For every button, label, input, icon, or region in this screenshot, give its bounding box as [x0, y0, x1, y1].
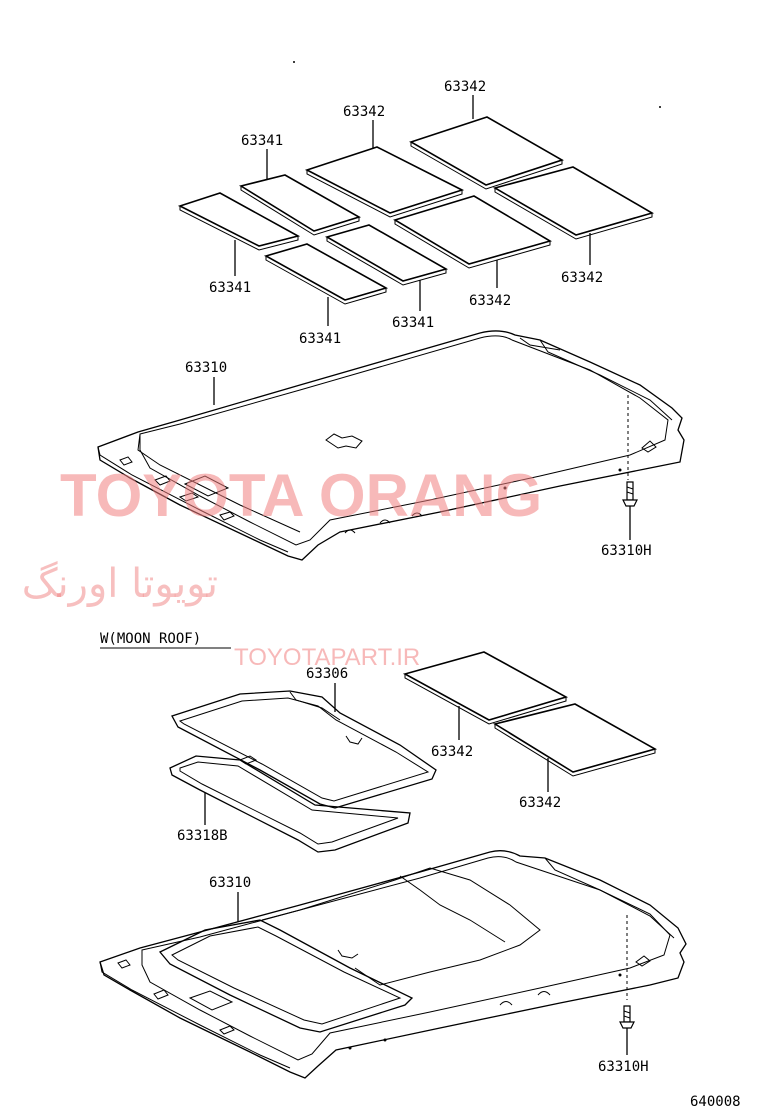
pad-63342-moonroof-2 [492, 703, 658, 777]
watermark-url: TOYOTAPART.IR [234, 644, 420, 671]
label-headlining-2: 63310 [209, 875, 251, 891]
pad-63341-top [238, 174, 362, 236]
label-garnish: 63318B [177, 828, 228, 844]
pad-63342-right [492, 166, 655, 240]
headlining-assembly-1 [97, 330, 685, 561]
pad-63341-left [177, 192, 301, 251]
label-63342-top: 63342 [444, 79, 486, 95]
watermark: TOYOTA ORANG تویوتا اورنگ TOYOTAPART.IR [22, 462, 543, 671]
pad-63342-moonroof-1 [402, 651, 569, 725]
label-headlining-1: 63310 [185, 360, 227, 376]
headlining-assembly-2 [99, 850, 687, 1079]
label-63342-left: 63342 [343, 104, 385, 120]
clip-63310H-2 [619, 1005, 635, 1055]
label-63341-middle: 63341 [392, 315, 434, 331]
pad-63342-top-middle [304, 146, 465, 218]
pad-63341-middle [324, 224, 449, 286]
sunshade-63306 [171, 690, 437, 809]
diagram-code: 640008 [690, 1094, 741, 1110]
watermark-latin: TOYOTA ORANG [60, 462, 542, 529]
label-63341-left: 63341 [209, 280, 251, 296]
label-63342-right: 63342 [561, 270, 603, 286]
label-63342-moonroof-1: 63342 [431, 744, 473, 760]
label-clip-1: 63310H [601, 543, 652, 559]
watermark-persian: تویوتا اورنگ [22, 561, 218, 607]
label-clip-2: 63310H [598, 1059, 649, 1075]
clip-63310H-1 [622, 481, 638, 540]
pad-63342-top-right [409, 116, 564, 190]
pad-63342-middle [393, 195, 553, 269]
moon-roof-title: W(MOON ROOF) [100, 631, 201, 647]
pad-63341-bottom [263, 243, 389, 305]
label-63341-bottom: 63341 [299, 331, 341, 347]
label-63341-top: 63341 [241, 133, 283, 149]
label-63342-middle: 63342 [469, 293, 511, 309]
silencer-pads-upper [177, 116, 655, 305]
label-63342-moonroof-2: 63342 [519, 795, 561, 811]
label-sunshade: 63306 [306, 666, 348, 682]
garnish-63318B [169, 755, 411, 853]
leader-lines-upper [234, 95, 591, 326]
